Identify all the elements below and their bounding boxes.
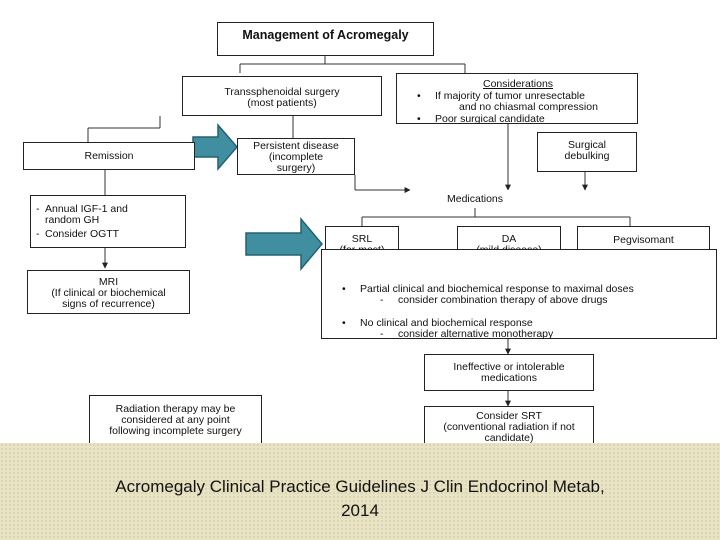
debulking-line-2: debulking: [564, 150, 610, 162]
srt-line-2: (conventional radiation if not: [443, 421, 575, 433]
response-dash-1: -: [380, 294, 384, 306]
response-bullet-2: •: [342, 317, 346, 329]
considerations-bullet-2: •: [417, 113, 421, 125]
citation-footer: [0, 443, 720, 540]
da-label: DA: [501, 233, 517, 245]
medications-box: Medications: [410, 190, 540, 208]
persistent-disease-box: Persistent disease (incomplete surgery): [237, 138, 355, 175]
followup-item-1-cont: random GH: [45, 214, 100, 226]
pegvisomant-label: Pegvisomant: [613, 234, 674, 246]
remission-box: Remission: [23, 142, 195, 170]
response-dash-2: -: [380, 328, 384, 340]
debulking-line-1: Surgical: [568, 139, 606, 151]
persistent-line-1: Persistent disease: [253, 140, 339, 152]
response-partial-sub: consider combination therapy of above dr…: [398, 294, 608, 306]
citation-line-2: 2014: [341, 501, 379, 520]
ineffective-line-1: Ineffective or intolerable: [453, 361, 565, 373]
considerations-heading: Considerations: [483, 78, 554, 90]
surgical-debulking-box: Surgical debulking: [537, 132, 637, 172]
response-partial: Partial clinical and biochemical respons…: [360, 283, 634, 295]
srt-box: Consider SRT (conventional radiation if …: [424, 406, 594, 448]
surgery-line-2: (most patients): [247, 97, 317, 109]
persistent-line-3: surgery): [276, 162, 316, 174]
followup-item-1: Annual IGF-1 and: [45, 203, 128, 215]
followup-bullet-2: -: [36, 228, 40, 240]
response-box: • Partial clinical and biochemical respo…: [321, 249, 717, 340]
diagram-title: Management of Acromegaly: [242, 28, 409, 42]
srt-line-3: candidate): [484, 432, 534, 444]
citation-caption: Acromegaly Clinical Practice Guidelines …: [30, 475, 690, 523]
remission-label: Remission: [84, 150, 134, 162]
response-none: No clinical and biochemical response: [360, 317, 533, 329]
response-none-sub: consider alternative monotherapy: [398, 328, 554, 340]
surgery-line-1: Transsphenoidal surgery: [224, 86, 340, 98]
surgery-box: Transsphenoidal surgery (most patients): [182, 76, 382, 116]
mri-box: MRI (If clinical or biochemical signs of…: [27, 270, 190, 314]
title-box: Management of Acromegaly: [217, 22, 434, 56]
srl-label: SRL: [351, 233, 373, 245]
mri-line-2: (If clinical or biochemical: [51, 287, 166, 299]
radiation-line-2: considered at any point: [121, 414, 230, 426]
srt-line-1: Consider SRT: [476, 410, 542, 422]
mri-line-1: MRI: [98, 276, 119, 288]
followup-item-2: Consider OGTT: [45, 228, 120, 240]
considerations-box: Considerations • If majority of tumor un…: [396, 73, 638, 125]
considerations-item-1-cont: and no chiasmal compression: [459, 101, 598, 113]
ineffective-line-2: medications: [480, 372, 538, 384]
persistent-line-2: (incomplete: [268, 151, 324, 163]
radiation-box: Radiation therapy may be considered at a…: [89, 395, 262, 445]
response-bullet-1: •: [342, 283, 346, 295]
considerations-bullet-1: •: [417, 90, 421, 102]
followup-bullet-1: -: [36, 203, 40, 215]
ineffective-box: Ineffective or intolerable medications: [424, 354, 594, 391]
radiation-line-1: Radiation therapy may be: [115, 403, 236, 415]
considerations-item-1: If majority of tumor unresectable: [435, 90, 585, 102]
considerations-item-2: Poor surgical candidate: [435, 113, 545, 125]
citation-line-1: Acromegaly Clinical Practice Guidelines …: [115, 477, 605, 496]
radiation-line-3: following incomplete surgery: [109, 425, 242, 437]
followup-box: - Annual IGF-1 and random GH - Consider …: [30, 195, 186, 248]
mri-line-3: signs of recurrence): [62, 298, 155, 310]
medications-label: Medications: [446, 193, 504, 205]
